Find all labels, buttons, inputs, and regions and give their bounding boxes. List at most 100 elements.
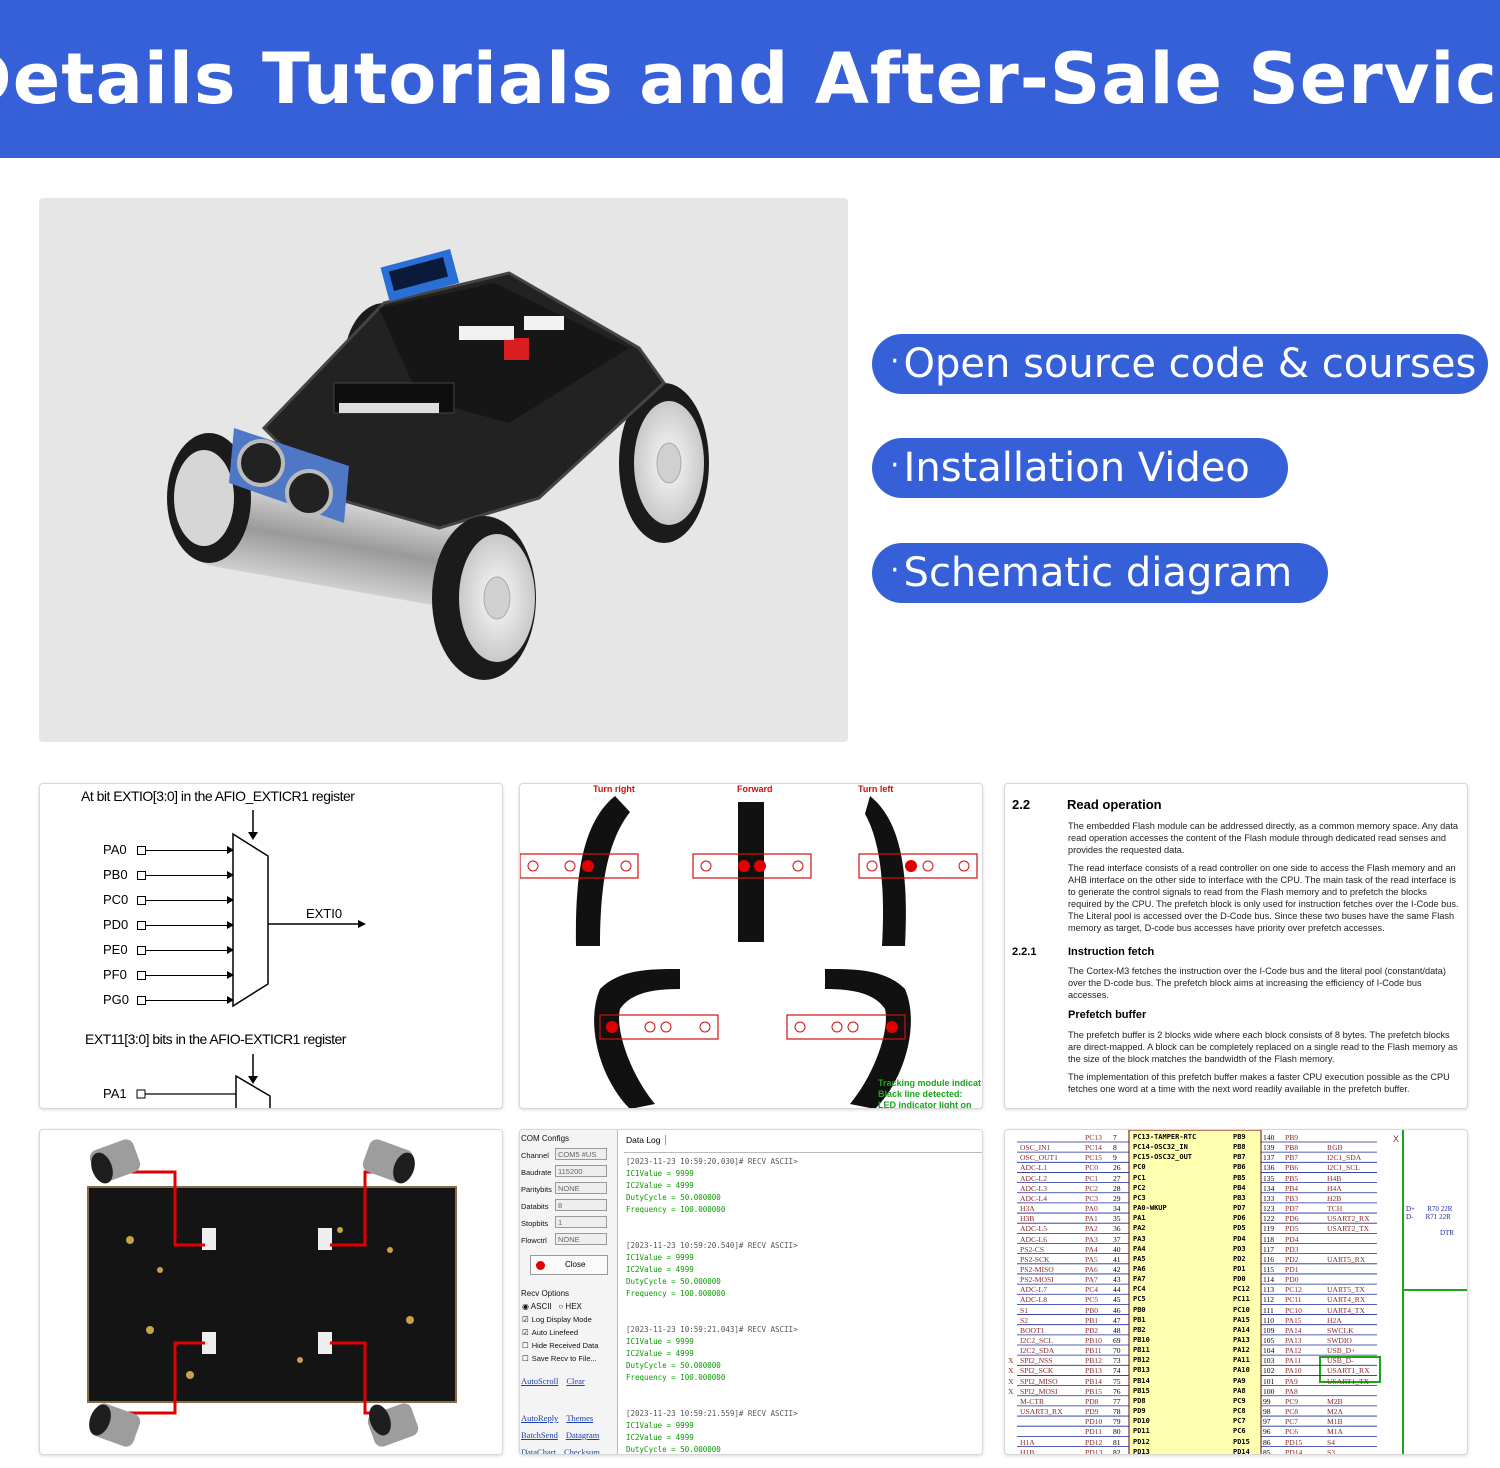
autoreply-link[interactable]: AutoReply <box>521 1413 559 1423</box>
field-select[interactable]: 8 <box>555 1198 607 1211</box>
pin-name: PC7 <box>1285 1417 1299 1427</box>
log-line: IC1Value = 9999 <box>626 1169 694 1178</box>
chip-pin-left: PD11 <box>1133 1427 1150 1436</box>
pin-number: 111 <box>1263 1305 1274 1315</box>
datagram-link[interactable]: Datagram <box>565 1430 600 1440</box>
field-select[interactable]: NONE <box>555 1181 607 1194</box>
field-select[interactable]: NONE <box>555 1232 607 1245</box>
chip-pin-left: PB14 <box>1133 1376 1150 1385</box>
chip-pin-left: PC13-TAMPER-RTC <box>1133 1133 1197 1141</box>
batchsend-link[interactable]: BatchSend <box>521 1430 558 1440</box>
field-select[interactable]: 1 <box>555 1215 607 1228</box>
pin-name: PC0 <box>1085 1163 1099 1173</box>
net-label: SWDIO <box>1327 1336 1352 1345</box>
chip-pin-right: PB7 <box>1233 1153 1246 1162</box>
log-line: IC2Value = 4999 <box>626 1265 694 1274</box>
arrow-line <box>146 875 232 877</box>
pin-box-icon <box>137 846 146 855</box>
pin-number: 82 <box>1113 1447 1121 1455</box>
exti-input-pc0: PC0 <box>103 892 273 908</box>
recv-option-checkbox[interactable]: ☑Auto Linefeed <box>520 1328 617 1337</box>
log-spacer <box>626 1384 980 1408</box>
pin-name: PC3 <box>1085 1193 1099 1203</box>
motor-icon <box>89 1403 141 1447</box>
field-select[interactable]: COM5 #US <box>555 1147 607 1160</box>
recv-option-checkbox[interactable]: ☐Save Recv to File... <box>520 1354 617 1363</box>
label-forward: Forward <box>737 784 773 794</box>
chip-pin-left: PB15 <box>1133 1386 1150 1395</box>
net-label: S3 <box>1327 1447 1336 1455</box>
pin-name: PA0 <box>1085 1204 1098 1214</box>
bullet-dot-icon: · <box>890 448 900 483</box>
net-label: SPI2_SCK <box>1020 1366 1054 1376</box>
section-number: 2.2 <box>1012 797 1031 812</box>
net-label: M1B <box>1327 1417 1343 1427</box>
tracking-scenarios-drawing <box>520 796 978 1108</box>
chip-pin-left: PA6 <box>1133 1264 1146 1273</box>
data-log-tab[interactable]: Data Log <box>626 1135 666 1145</box>
chip-pin-left: PD8 <box>1133 1396 1146 1405</box>
themes-link[interactable]: Themes <box>566 1413 594 1423</box>
pin-name: PB5 <box>1285 1173 1299 1183</box>
pin-name: PD2 <box>1285 1254 1299 1264</box>
pin-number: 48 <box>1113 1325 1121 1335</box>
pin-number: 43 <box>1113 1275 1121 1285</box>
arrow-head-icon <box>227 896 234 904</box>
net-label: UART5_TX <box>1327 1285 1365 1295</box>
pin-name: PC13 <box>1085 1133 1102 1142</box>
pin-number: 9 <box>1113 1153 1117 1163</box>
chip-pin-left: PC2 <box>1133 1183 1146 1192</box>
net-label: I2C2_SDA <box>1020 1346 1055 1356</box>
arrow-head-icon <box>227 946 234 954</box>
pin-number: 116 <box>1263 1254 1275 1264</box>
pin-number: 7 <box>1113 1133 1117 1142</box>
pin-name: PC6 <box>1285 1427 1299 1437</box>
record-dot-icon <box>536 1261 545 1270</box>
net-label: S4 <box>1327 1437 1336 1447</box>
chip-pin-left: PC1 <box>1133 1173 1146 1182</box>
pin-name: PA9 <box>1285 1376 1298 1386</box>
no-connect-mark: X <box>1008 1356 1014 1366</box>
chip-pin-left: PC15-OSC32_OUT <box>1133 1153 1193 1162</box>
feature-schematic-diagram: ·Schematic diagram <box>872 543 1328 603</box>
net-label: H4B <box>1327 1173 1342 1183</box>
pin-number: 45 <box>1113 1295 1121 1305</box>
motor-icon <box>367 1403 419 1447</box>
net-label: SPI2_MOSI <box>1020 1386 1058 1396</box>
arrow-line <box>146 850 232 852</box>
chip-pin-left: PC4 <box>1133 1285 1146 1294</box>
log-line: DutyCycle = 50.000000 <box>626 1193 721 1202</box>
product-image-panel <box>39 198 848 742</box>
pin-name: PA2 <box>1085 1224 1098 1234</box>
datachart-link[interactable]: DataChart <box>521 1447 556 1455</box>
autoscroll-link[interactable]: AutoScroll <box>521 1376 559 1386</box>
ascii-radio[interactable]: ◉ <box>522 1302 529 1311</box>
net-label: ADC-L4 <box>1020 1193 1047 1203</box>
close-port-button[interactable]: Close <box>530 1255 608 1275</box>
chip-pin-left: PB11 <box>1133 1346 1150 1355</box>
log-line: IC2Value = 4999 <box>626 1433 694 1442</box>
net-label: I2C2_SCL <box>1020 1336 1053 1345</box>
hex-radio[interactable]: ○ <box>558 1302 564 1311</box>
field-select[interactable]: 115200 <box>555 1164 607 1177</box>
recv-option-checkbox[interactable]: ☐Hide Received Data <box>520 1341 617 1350</box>
chip-pin-right: PC6 <box>1233 1427 1246 1436</box>
doc-paragraph: The Cortex-M3 fetches the instruction ov… <box>1068 966 1446 1000</box>
clear-link[interactable]: Clear <box>566 1376 585 1386</box>
checksum-link[interactable]: Checksum <box>563 1447 600 1455</box>
pin-number: 8 <box>1113 1143 1117 1153</box>
log-line: IC2Value = 4999 <box>626 1181 694 1190</box>
pin-name: PD13 <box>1085 1447 1103 1455</box>
pin-name: PC2 <box>1085 1183 1099 1193</box>
net-label: BOOT1 <box>1020 1325 1045 1335</box>
pin-number: 139 <box>1263 1143 1275 1153</box>
net-label: OSC_OUT1 <box>1020 1153 1058 1163</box>
checked-box-icon: ☑ <box>522 1328 529 1337</box>
net-label: H2A <box>1327 1315 1342 1325</box>
pin-number: 75 <box>1113 1376 1121 1386</box>
chip-pin-left: PA2 <box>1133 1224 1146 1233</box>
pin-number: 76 <box>1113 1386 1121 1396</box>
unchecked-box-icon: ☐ <box>522 1341 529 1350</box>
recv-option-checkbox[interactable]: ☑Log Display Mode <box>520 1315 617 1324</box>
